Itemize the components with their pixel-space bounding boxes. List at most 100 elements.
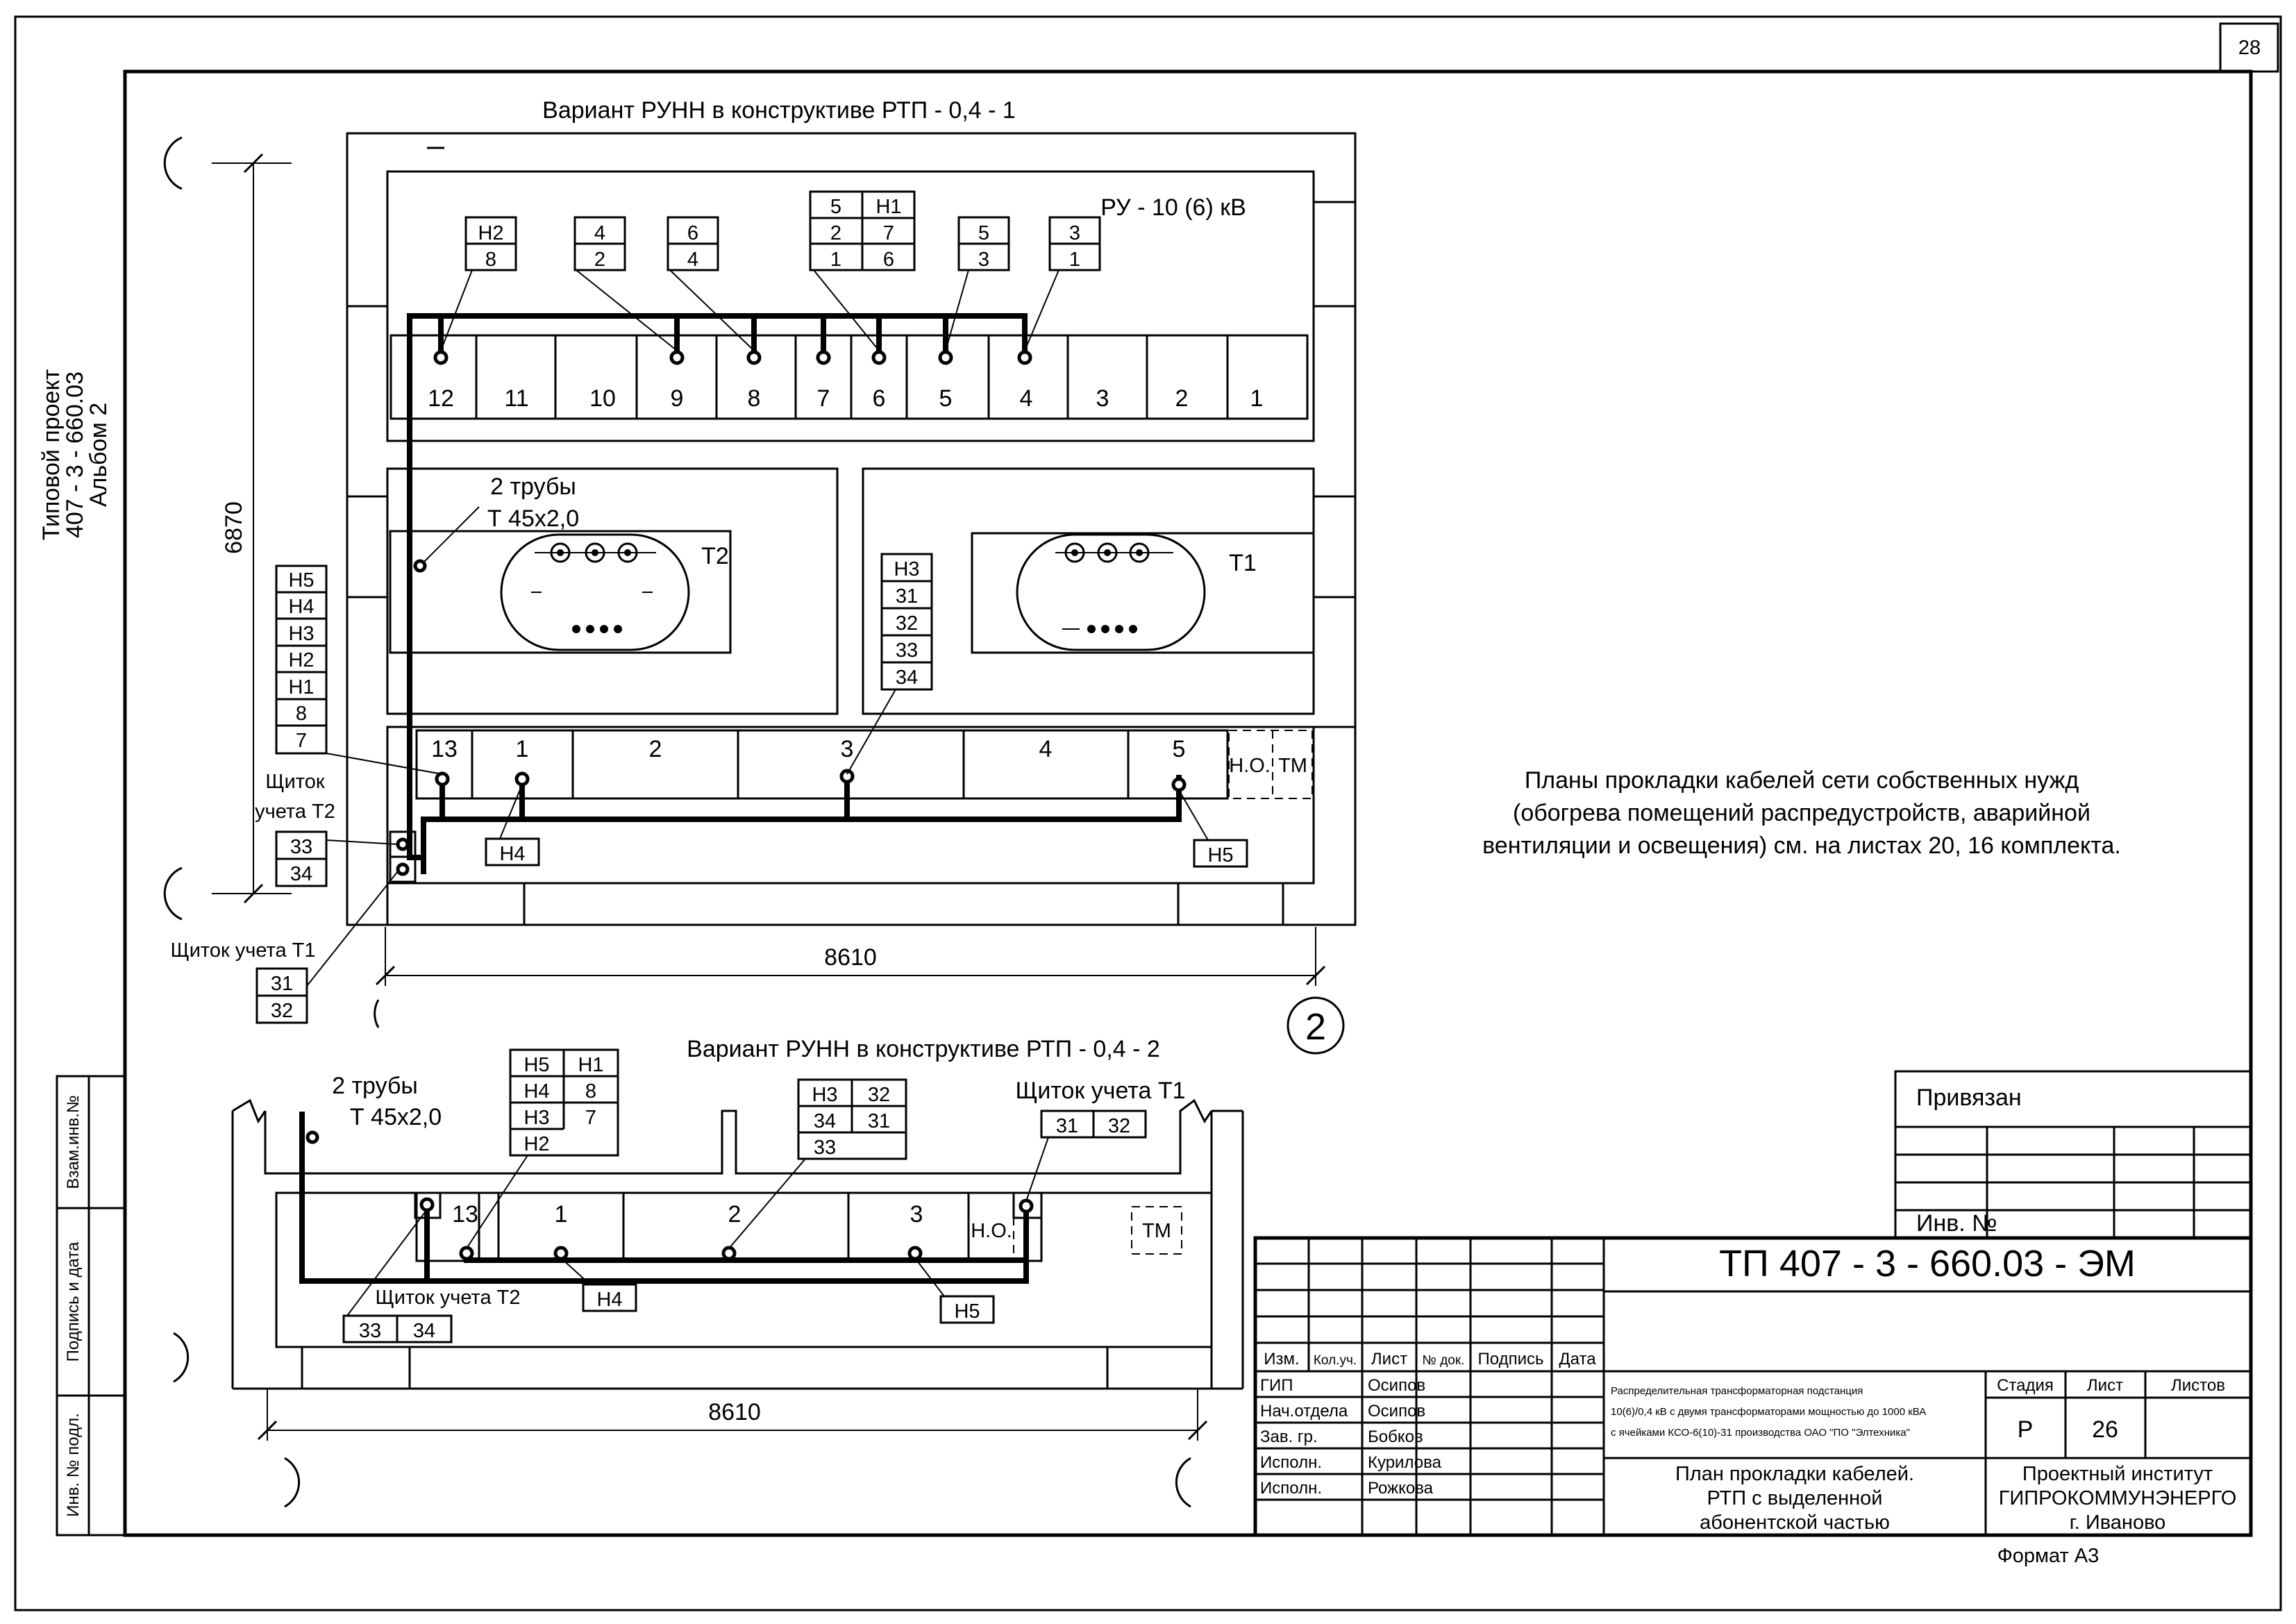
- dimension-6870-label: 6870: [221, 501, 247, 554]
- tag-left-4: Н1: [288, 676, 314, 698]
- grid-a-r4-a: Н2: [523, 1133, 549, 1155]
- tag-mid-stack: [846, 553, 933, 775]
- tag-3-1-a: 3: [1069, 222, 1080, 244]
- grid-a-r1-a: Н5: [523, 1054, 549, 1076]
- tb-object-2: с ячейками КСО-6(10)-31 производства ОАО…: [1611, 1427, 1910, 1439]
- hv-cell-12: 12: [428, 385, 454, 412]
- tb-head-izm: Изм.: [1264, 1350, 1299, 1368]
- hv-cable-bus: [407, 313, 1032, 860]
- bottom-pipes-point: [305, 1130, 319, 1144]
- tag-h2-8: [440, 216, 517, 351]
- tb-object-0: Распределительная трансформаторная подст…: [1611, 1385, 1863, 1397]
- tag-left-3: Н2: [288, 649, 314, 671]
- top-pipes-point: [413, 559, 427, 573]
- tag-h5-top: [1178, 789, 1248, 868]
- sheet-number: 28: [2238, 37, 2261, 59]
- side-stamp-line-1: Типовой проект: [38, 369, 65, 541]
- lv-cable-bus: [407, 769, 1187, 874]
- grid-b-r1-a: Н3: [812, 1084, 837, 1106]
- tag-left-stack: [275, 564, 443, 775]
- lv-cell-5: 5: [1173, 736, 1186, 762]
- tb-org-0: Проектный институт: [2022, 1463, 2213, 1485]
- bottom-t2-meter-b: 34: [413, 1320, 435, 1342]
- bottom-pipes-line-1: 2 трубы: [332, 1073, 418, 1099]
- grid-a-r2-b: 8: [585, 1080, 596, 1103]
- tb-org-2: г. Иваново: [2070, 1512, 2166, 1534]
- strip-inv: Инв. № подл.: [64, 1413, 83, 1517]
- tag-mid-2: 32: [896, 612, 918, 635]
- hv-cell-1: 1: [1250, 385, 1264, 412]
- tag-left-2: Н3: [288, 623, 314, 645]
- bottom-h4-label: Н4: [596, 1289, 622, 1311]
- lv-no-label: Н.О.: [1229, 755, 1271, 777]
- hv-cell-7: 7: [817, 385, 830, 412]
- hv-cell-5: 5: [939, 385, 953, 412]
- bottom-tm-label: ТМ: [1142, 1220, 1171, 1242]
- tag-bottom-h5: [914, 1257, 995, 1324]
- dimension-8610-top: [374, 927, 1326, 1028]
- tag-t2-meter-top: [275, 830, 399, 887]
- hv-cell-11: 11: [504, 385, 528, 412]
- hv-cell-10: 10: [589, 385, 616, 412]
- tag-mid-4: 34: [896, 667, 918, 689]
- dimension-8610-bottom: [173, 1332, 1208, 1508]
- tb-code: ТП 407 - 3 - 660.03 - ЭМ: [1719, 1243, 2136, 1284]
- tb-head-doc: № док.: [1423, 1353, 1465, 1368]
- bottom-plan-building: [231, 1098, 1244, 1390]
- tag-3-1: [1024, 216, 1101, 351]
- tag-h1-r3-a: 1: [830, 249, 841, 271]
- meter-t2-line-1: Щиток: [265, 771, 324, 793]
- tb-role-4: Исполн.: [1260, 1479, 1322, 1498]
- tag-h1-r2-a: 2: [830, 222, 841, 244]
- grid-b-r2-a: 34: [814, 1110, 836, 1132]
- lv-tm-label: ТМ: [1278, 755, 1307, 777]
- tb-name-0: Осипов: [1368, 1376, 1425, 1395]
- tb-sheets-head: Листов: [2171, 1376, 2225, 1395]
- hv-cell-2: 2: [1175, 385, 1189, 412]
- tag-4-2-b: 2: [594, 249, 605, 271]
- axis-mark-label: 2: [1305, 1006, 1326, 1048]
- hv-cell-8: 8: [748, 385, 761, 412]
- tag-mid-0: Н3: [894, 558, 919, 580]
- tb-role-2: Зав. гр.: [1260, 1428, 1318, 1446]
- meter-t2-line-2: учета Т2: [255, 801, 335, 823]
- transformer-t1: [971, 532, 1315, 654]
- bottom-cell-13: 13: [452, 1201, 478, 1228]
- lv-cell-3: 3: [841, 736, 854, 762]
- tag-5-3: [945, 216, 1010, 351]
- tb-drawing-title-1: РТП с выделенной: [1707, 1487, 1883, 1509]
- hv-cell-4: 4: [1020, 385, 1033, 412]
- title-block: [1253, 1070, 2253, 1537]
- bottom-meter-t1-label: Щиток учета Т1: [1015, 1078, 1185, 1104]
- grid-b-r1-b: 32: [868, 1084, 890, 1106]
- bottom-cell-1: 1: [555, 1201, 568, 1228]
- tag-4-2: [573, 216, 678, 351]
- tag-mid-3: 33: [896, 639, 918, 662]
- tag-left-6: 7: [296, 730, 307, 752]
- tag-6-4-a: 6: [687, 222, 698, 244]
- bottom-t1-meter-a: 31: [1056, 1115, 1078, 1137]
- tag-left-0: Н5: [288, 569, 314, 592]
- hv-cell-3: 3: [1096, 385, 1109, 412]
- tag-6-4-b: 4: [687, 249, 698, 271]
- lv-cell-1: 1: [516, 736, 529, 762]
- note-line-2: (обогрева помещений распредустройств, ав…: [1513, 800, 2090, 826]
- hv-cell-9: 9: [671, 385, 684, 412]
- tag-bottom-t1-meter: [1025, 1110, 1147, 1202]
- tag-mid-1: 31: [896, 585, 918, 608]
- side-stamp-line-3: Альбом 2: [85, 403, 112, 507]
- tb-stage: Р: [2018, 1416, 2034, 1443]
- bottom-cell-2: 2: [728, 1201, 741, 1228]
- axis-mark-circle: [1287, 996, 1345, 1055]
- dimension-8610-top-label: 8610: [824, 944, 877, 971]
- tag-t2-meter-b: 34: [290, 863, 312, 885]
- tag-h2-8-b: 8: [485, 249, 496, 271]
- tb-role-3: Исполн.: [1260, 1453, 1322, 1472]
- tag-h1-r1-b: Н1: [875, 196, 901, 218]
- tb-role-1: Нач.отдела: [1260, 1402, 1348, 1421]
- lv-cell-2: 2: [649, 736, 662, 762]
- tb-object-1: 10(6)/0,4 кВ с двумя трансформаторами мо…: [1611, 1406, 1926, 1418]
- hv-cell-row: [389, 334, 1309, 420]
- sheet-number-box: [2219, 22, 2279, 73]
